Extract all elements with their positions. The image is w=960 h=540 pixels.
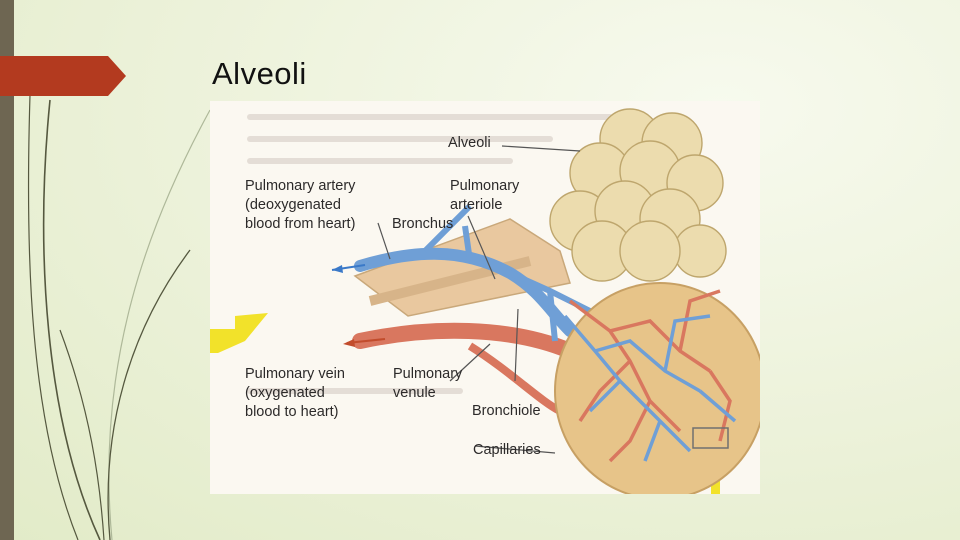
label-alveoli: Alveoli: [448, 135, 491, 151]
label-capillaries: Capillaries: [473, 442, 541, 458]
label-bronchus: Bronchus: [392, 216, 454, 232]
label-pulmonary-vein: Pulmonary vein (oxygenated blood to hear…: [245, 366, 345, 420]
pulmonary-vein-shape: [352, 322, 578, 359]
label-bronchiole: Bronchiole: [472, 403, 541, 419]
yellow-arrow-left: [210, 313, 268, 353]
label-pulmonary-arteriole: Pulmonary arteriole: [450, 178, 520, 213]
alveoli-diagram: Alveoli Pulmonary artery (deoxygenated b…: [210, 101, 760, 494]
label-pulmonary-artery: Pulmonary artery (deoxygenated blood fro…: [245, 178, 356, 232]
capillary-cluster: [554, 282, 760, 494]
slide-title: Alveoli: [212, 56, 307, 91]
title-marker-arrow: [0, 56, 126, 96]
alveoli-cluster: [549, 108, 727, 282]
left-accent-bar: [0, 0, 14, 540]
label-pulmonary-venule: Pulmonary venule: [393, 366, 463, 401]
